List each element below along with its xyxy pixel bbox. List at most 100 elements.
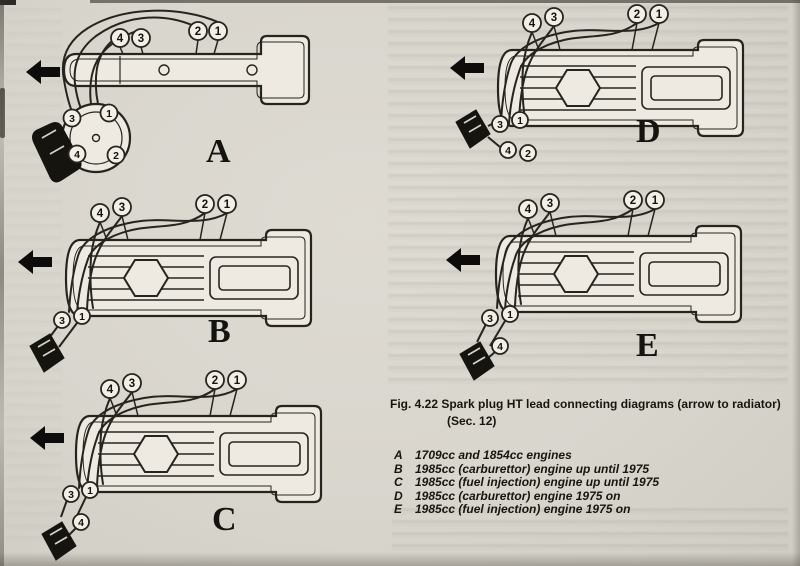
svg-text:2: 2: [212, 375, 218, 387]
diagram-e: 4 3 2 1 3 1 4 E: [446, 190, 743, 381]
valve-cover: [62, 34, 311, 106]
terminal-circle: 1: [208, 21, 228, 41]
svg-text:2: 2: [202, 199, 208, 211]
terminal-circle: 3: [131, 28, 151, 48]
svg-text:1: 1: [507, 309, 513, 321]
terminal-circle: 4: [90, 203, 110, 223]
terminal-circle: 1: [501, 305, 519, 323]
terminal-circle: 4: [491, 337, 509, 355]
page-edge-line: [90, 0, 800, 3]
svg-text:4: 4: [107, 384, 114, 396]
terminal-circle: 2: [106, 145, 126, 165]
terminal-circle: 1: [217, 194, 237, 214]
distributor-connector: [41, 521, 77, 561]
svg-text:1: 1: [79, 311, 85, 323]
scan-mark: [0, 88, 5, 138]
legend-item: E 1985cc (fuel injection) engine 1975 on: [394, 502, 659, 517]
terminal-circle: 4: [522, 13, 542, 33]
terminal-circle: 2: [195, 194, 215, 214]
radiator-arrow-icon: [30, 426, 64, 450]
diagram-label: D: [636, 113, 661, 150]
terminal-circle: 4: [72, 513, 90, 531]
svg-text:4: 4: [525, 204, 532, 216]
svg-text:3: 3: [547, 198, 553, 210]
figure-legend: A 1709cc and 1854cc engines B 1985cc (ca…: [394, 448, 660, 517]
radiator-arrow-icon: [450, 56, 484, 80]
svg-text:4: 4: [529, 18, 536, 30]
legend-desc: 1709cc and 1854cc engines: [415, 448, 572, 462]
page-gutter-shadow: [0, 0, 4, 566]
legend-item: A 1709cc and 1854cc engines: [394, 448, 659, 463]
diagram-c: 4 3 2 1 3 1 4 C: [30, 370, 323, 561]
terminal-circle: 1: [99, 103, 119, 123]
diagram-label: B: [208, 313, 231, 350]
legend-key: C: [394, 475, 403, 489]
terminal-circle: 3: [112, 197, 132, 217]
figure-caption-block: Fig. 4.22 Spark plug HT lead connecting …: [390, 397, 798, 428]
terminal-circle: 1: [645, 190, 665, 210]
terminal-circle: 1: [73, 307, 91, 325]
distributor-connector: [29, 333, 65, 373]
valve-cover: [494, 224, 743, 324]
svg-text:1: 1: [517, 115, 523, 127]
legend-key: E: [394, 502, 403, 516]
terminal-circle: 1: [649, 4, 669, 24]
figure-caption: Fig. 4.22 Spark plug HT lead connecting …: [390, 397, 781, 411]
svg-text:1: 1: [656, 9, 663, 21]
terminal-circle: 4: [100, 379, 120, 399]
ignition-coil: [32, 122, 82, 183]
terminal-circle: 2: [519, 144, 537, 162]
terminal-circle: 4: [518, 199, 538, 219]
svg-text:4: 4: [97, 208, 104, 220]
legend-desc: 1985cc (fuel injection) engine 1975 on: [415, 502, 631, 516]
diagram-b: 4 3 2 1 3 1 B: [18, 194, 313, 373]
diagram-label: E: [636, 327, 659, 364]
radiator-arrow-icon: [446, 248, 480, 272]
diagram-d: 4 3 2 1 3 1 4 2 D: [450, 4, 745, 162]
svg-text:2: 2: [525, 148, 531, 160]
terminal-circle: 3: [544, 7, 564, 27]
svg-text:1: 1: [106, 108, 112, 120]
terminal-circle: 3: [53, 311, 71, 329]
radiator-arrow-icon: [26, 60, 60, 84]
diagram-a: 4 3 2 1 3 1 4 2 A: [26, 9, 311, 183]
radiator-arrow-icon: [18, 250, 52, 274]
terminal-circle: 3: [481, 309, 499, 327]
svg-text:1: 1: [224, 199, 231, 211]
legend-item: C 1985cc (fuel injection) engine up unti…: [394, 475, 660, 490]
distributor-connector: [455, 109, 491, 149]
terminal-circle: 3: [62, 108, 82, 128]
page-edge-shadow: [0, 552, 800, 566]
svg-text:4: 4: [505, 145, 511, 157]
scan-mark: [0, 0, 16, 5]
terminal-circle: 4: [499, 141, 517, 159]
legend-desc: 1985cc (carburettor) engine 1975 on: [415, 488, 621, 503]
svg-text:3: 3: [59, 315, 65, 327]
terminal-circle: 2: [623, 190, 643, 210]
svg-text:1: 1: [652, 195, 659, 207]
figure-section: (Sec. 12): [447, 414, 497, 428]
svg-text:1: 1: [87, 485, 93, 497]
svg-text:4: 4: [74, 149, 80, 161]
terminal-circle: 3: [540, 193, 560, 213]
legend-desc: 1985cc (carburettor) engine up until 197…: [415, 461, 650, 476]
terminal-circle: 2: [188, 21, 208, 41]
terminal-circle: 1: [511, 111, 529, 129]
terminal-circle: 1: [81, 481, 99, 499]
legend-item: D 1985cc (carburettor) engine 1975 on: [394, 488, 659, 504]
terminal-circle: 4: [67, 144, 87, 164]
svg-text:2: 2: [634, 9, 640, 21]
svg-text:2: 2: [113, 150, 119, 162]
legend-desc: 1985cc (fuel injection) engine up until …: [415, 475, 660, 489]
terminal-circle: 3: [122, 373, 142, 393]
terminal-circle: 2: [627, 4, 647, 24]
svg-text:1: 1: [234, 375, 241, 387]
svg-text:3: 3: [487, 313, 493, 325]
svg-text:3: 3: [551, 12, 557, 24]
terminal-circle: 4: [110, 28, 130, 48]
legend-item: B 1985cc (carburettor) engine up until 1…: [394, 461, 659, 477]
svg-text:3: 3: [68, 489, 74, 501]
page-edge-shadow: [792, 0, 800, 566]
svg-text:2: 2: [195, 26, 201, 38]
svg-text:4: 4: [117, 33, 124, 45]
